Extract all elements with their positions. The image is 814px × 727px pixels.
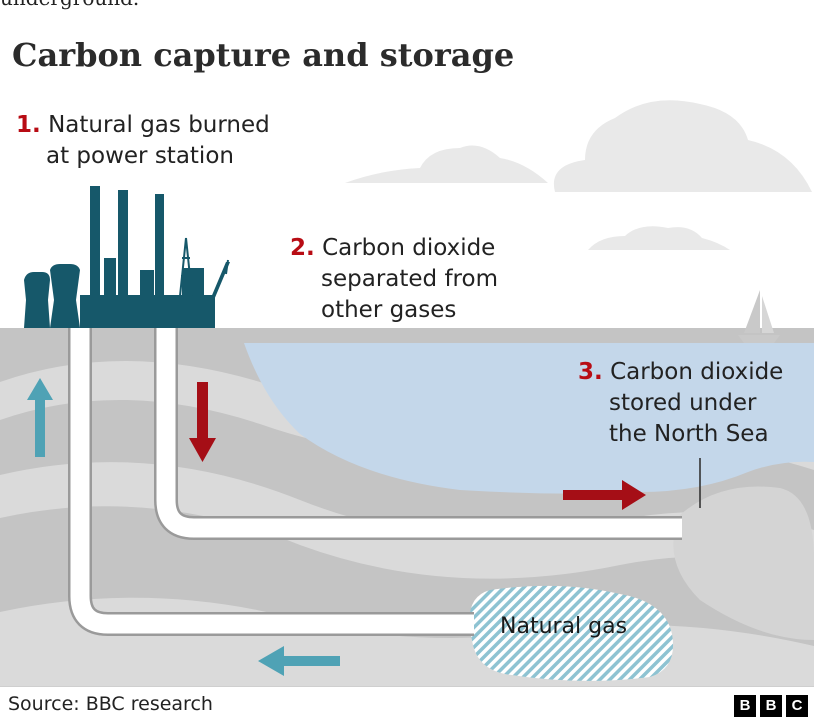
sailboat-icon bbox=[738, 290, 780, 343]
arrow-down-co2-icon bbox=[189, 382, 216, 462]
step-1-label: 1. Natural gas burned at power station bbox=[16, 112, 270, 169]
storage-rock bbox=[673, 486, 814, 640]
arrow-icon bbox=[27, 378, 646, 676]
step-3-label: 3. Carbon dioxide stored under the North… bbox=[578, 359, 784, 447]
arrow-left-gas-icon bbox=[258, 646, 340, 676]
north-sea bbox=[244, 343, 814, 494]
natural-gas-label: Natural gas bbox=[500, 614, 628, 639]
arrow-right-co2-icon bbox=[563, 480, 646, 510]
step-2-label: 2. Carbon dioxide separated from other g… bbox=[290, 235, 498, 323]
cut-caption: underground. bbox=[0, 0, 139, 10]
natural-gas-reservoir bbox=[469, 585, 674, 681]
bbc-logo-letter: C bbox=[786, 695, 808, 717]
footer: Source: BBC research B B C bbox=[0, 686, 814, 727]
cloud-icon bbox=[345, 100, 812, 250]
pipes bbox=[68, 328, 682, 636]
power-station-icon bbox=[24, 186, 230, 328]
bbc-logo: B B C bbox=[734, 695, 808, 717]
arrow-up-gas-icon bbox=[27, 378, 53, 457]
bbc-logo-letter: B bbox=[734, 695, 756, 717]
page-title: Carbon capture and storage bbox=[12, 36, 515, 74]
bbc-logo-letter: B bbox=[760, 695, 782, 717]
source-text: Source: BBC research bbox=[8, 693, 213, 715]
